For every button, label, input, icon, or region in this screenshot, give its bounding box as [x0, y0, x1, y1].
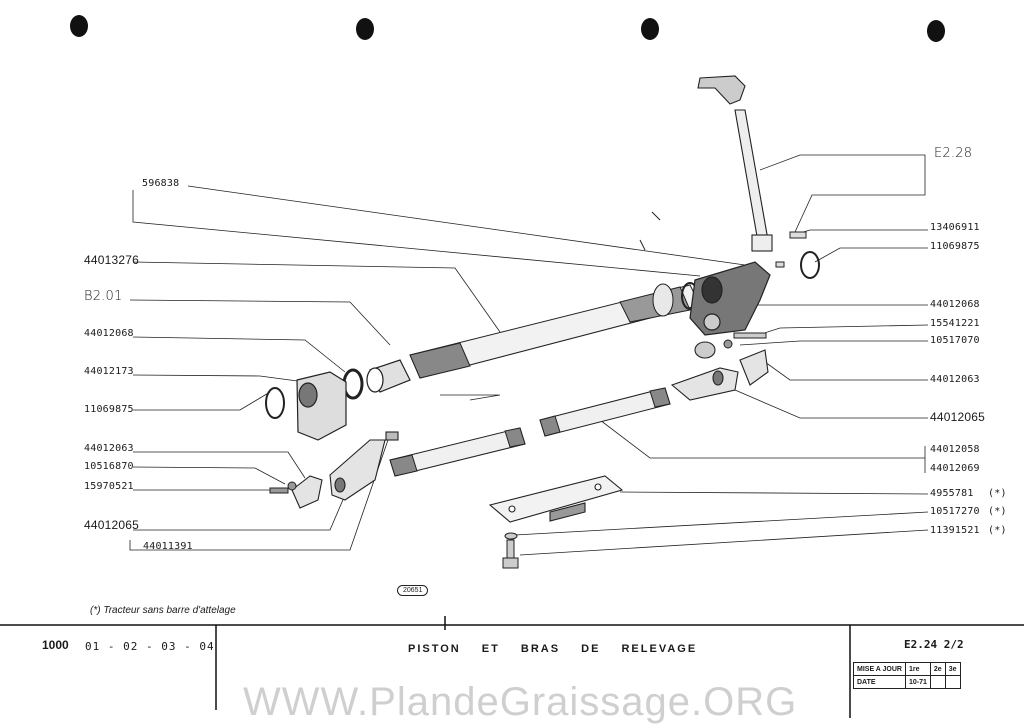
- splined-shaft: [409, 282, 701, 379]
- title-block-frame: [0, 616, 1024, 718]
- footnote: (*) Tracteur sans barre d'attelage: [90, 605, 236, 616]
- label-44012058: 44012058: [930, 444, 980, 455]
- label-13406911: 13406911: [930, 222, 980, 233]
- label-10517070: 10517070: [930, 335, 980, 346]
- label-44011391: 44011391: [143, 541, 193, 552]
- label-e2-28: E2.28: [934, 146, 973, 161]
- label-11069875-right: 11069875: [930, 241, 980, 252]
- bushing: [342, 359, 411, 400]
- left-lift-arm: [296, 371, 347, 441]
- revision-table: MISE A JOUR 1re 2e 3e DATE 10-71: [853, 662, 961, 689]
- right-lower-arm: [670, 341, 769, 401]
- label-44012173: 44012173: [84, 366, 134, 377]
- label-44012065-left: 44012065: [84, 518, 139, 532]
- rev-head-cell: 1re: [905, 662, 931, 676]
- label-44012063-left: 44012063: [84, 443, 134, 454]
- vertical-link-rod: [697, 75, 773, 252]
- label-44012065-right: 44012065: [930, 410, 985, 424]
- label-44012068-left: 44012068: [84, 328, 134, 339]
- page-reference: E2.24 2/2: [904, 638, 964, 651]
- label-11391521: 11391521: [930, 525, 980, 536]
- label-11069875-left: 11069875: [84, 404, 134, 415]
- cross-shafts: [389, 387, 671, 477]
- label-10517270: 10517270: [930, 506, 980, 517]
- label-596838: 596838: [142, 178, 180, 189]
- rev-date-cell: [944, 675, 961, 689]
- label-star-3: (*): [988, 525, 1007, 536]
- drawing-stamp: 20651: [397, 585, 429, 596]
- label-44013276: 44013276: [84, 253, 139, 267]
- pin: [775, 231, 807, 268]
- punch-hole: [70, 15, 88, 37]
- right-lift-arm: [689, 261, 771, 336]
- rev-date-cell: DATE: [853, 675, 906, 689]
- model-variants: 01 - 02 - 03 - 04: [85, 640, 215, 653]
- page-title: PISTON ET BRAS DE RELEVAGE: [408, 643, 698, 655]
- watermark: WWW.PlandeGraissage.ORG: [243, 680, 798, 724]
- label-15541221: 15541221: [930, 318, 980, 329]
- label-44012069: 44012069: [930, 463, 980, 474]
- rev-head-cell: MISE A JOUR: [853, 662, 906, 676]
- label-4955781: 4955781: [930, 488, 974, 499]
- punch-hole: [356, 18, 374, 40]
- circlip-right: [800, 251, 820, 279]
- drawbar-plate: [488, 475, 624, 523]
- model-number: 1000: [42, 638, 69, 652]
- right-bolt: [723, 332, 767, 349]
- rev-head-cell: 3e: [944, 662, 961, 676]
- rev-head-cell: 2e: [929, 662, 946, 676]
- circlip: [265, 387, 285, 419]
- punch-hole: [641, 18, 659, 40]
- label-10516870: 10516870: [84, 461, 134, 472]
- label-star-2: (*): [988, 506, 1007, 517]
- left-bolt: [269, 481, 297, 494]
- plate-bolt: [502, 532, 519, 569]
- punch-hole: [927, 20, 945, 42]
- label-star-1: (*): [988, 488, 1007, 499]
- punch-holes: [70, 15, 945, 42]
- label-15970521: 15970521: [84, 481, 134, 492]
- rev-date-cell: [929, 675, 946, 689]
- label-b2-01: B2.01: [84, 289, 123, 304]
- label-44012068-right: 44012068: [930, 299, 980, 310]
- left-lower-arm: [291, 431, 399, 509]
- rev-date-cell: 10-71: [905, 675, 931, 689]
- label-44012063-right: 44012063: [930, 374, 980, 385]
